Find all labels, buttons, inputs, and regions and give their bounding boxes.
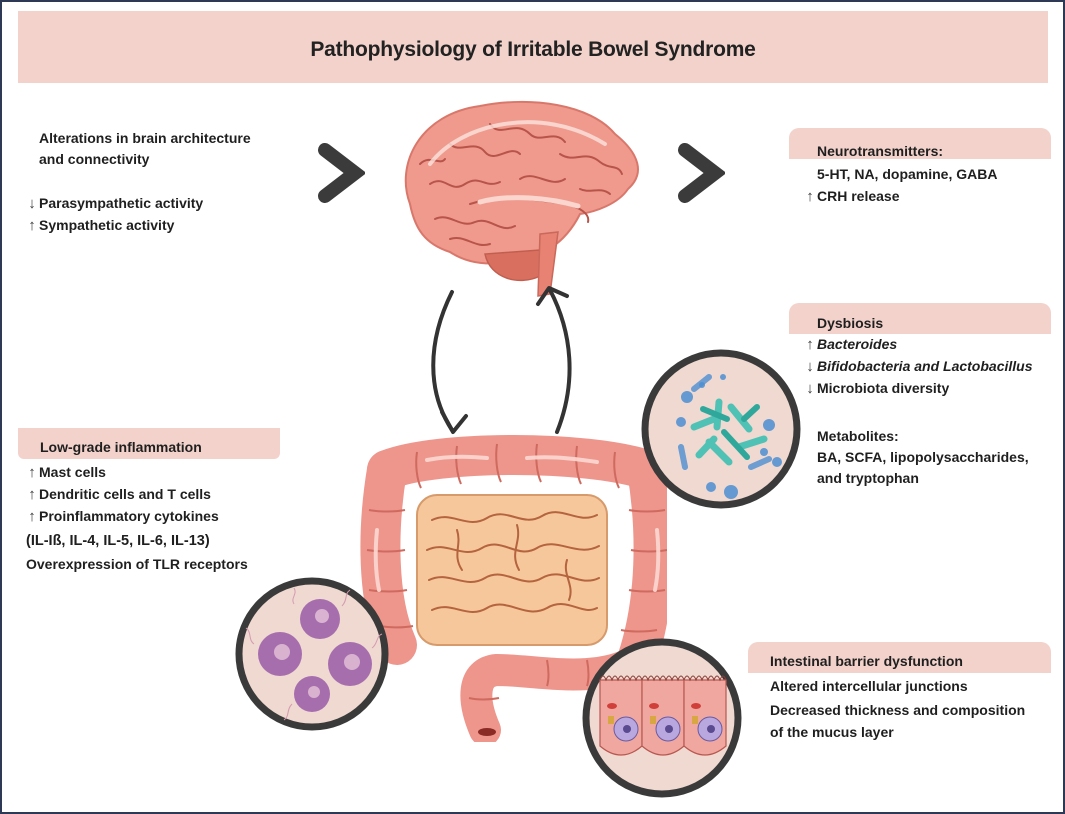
- autonomic-list: ↓ Parasympathetic activity ↑ Sympathetic…: [26, 192, 203, 236]
- barrier-line1: Altered intercellular junctions: [770, 678, 968, 694]
- up-arrow-icon: ↑: [28, 216, 36, 234]
- inflammation-extra: (IL-Iß, IL-4, IL-5, IL-6, IL-13) Overexp…: [26, 531, 248, 575]
- metabolites-line2: and tryptophan: [817, 470, 919, 486]
- neurotransmitter-names: 5-HT, NA, dopamine, GABA: [817, 165, 998, 182]
- list-item: ↑ Mast cells: [26, 461, 219, 483]
- dendritic-cells-text: Dendritic cells and T cells: [39, 485, 211, 502]
- brain-illustration: [404, 100, 639, 297]
- barrier-heading: Intestinal barrier dysfunction: [770, 653, 963, 669]
- down-arrow-icon: ↓: [806, 379, 814, 397]
- bacteria-icon: [676, 374, 782, 499]
- list-item: ↓ Microbiota diversity: [804, 377, 1033, 399]
- inflammation-band: [18, 428, 280, 459]
- mast-cells-text: Mast cells: [39, 463, 106, 480]
- dysbiosis-heading: Dysbiosis: [817, 315, 884, 331]
- list-item: ↑ 5-HT, NA, dopamine, GABA: [804, 163, 997, 185]
- cytokines-text: Proinflammatory cytokines: [39, 507, 219, 524]
- list-item: ↑ CRH release: [804, 185, 997, 207]
- metabolites-text: Metabolites: BA, SCFA, lipopolysaccharid…: [817, 426, 1029, 489]
- sympathetic-text: Sympathetic activity: [39, 216, 175, 233]
- gut-brain-axis-arrows: [431, 286, 572, 434]
- brain-icon: [404, 100, 639, 297]
- chevron-right-icon: [678, 143, 725, 203]
- arrowhead-down: [440, 410, 468, 434]
- arrowhead-up: [536, 286, 569, 306]
- epithelial-cells-icon: [599, 675, 727, 756]
- microbiota-circle: [641, 349, 801, 509]
- title-band: Pathophysiology of Irritable Bowel Syndr…: [18, 11, 1048, 83]
- barrier-line2: Decreased thickness and composition: [770, 702, 1026, 718]
- barrier-line3: of the mucus layer: [770, 724, 894, 740]
- down-arrow-icon: ↓: [28, 194, 36, 212]
- barrier-band: [748, 642, 1051, 673]
- parasympathetic-text: Parasympathetic activity: [39, 194, 204, 211]
- bacteroides-text: Bacteroides: [817, 335, 898, 352]
- neurotransmitters-band: [789, 128, 1051, 159]
- dysbiosis-list: ↑ Bacteroides ↓ Bifidobacteria and Lacto…: [804, 333, 1033, 399]
- list-item: ↓ Bifidobacteria and Lactobacillus: [804, 355, 1033, 377]
- up-arrow-icon: ↑: [28, 485, 36, 503]
- list-item: ↑ Proinflammatory cytokines: [26, 505, 219, 527]
- brain-heading-line1: Alterations in brain architecture: [39, 130, 251, 146]
- metabolites-heading: Metabolites:: [817, 428, 899, 444]
- brain-architecture-text: Alterations in brain architecture and co…: [39, 128, 251, 170]
- mast-cells-circle: [235, 577, 389, 731]
- chevron-right-icon: [318, 143, 365, 203]
- up-arrow-icon: ↑: [806, 187, 814, 205]
- up-curved-arrow-icon: [548, 288, 572, 434]
- list-item: ↓ Parasympathetic activity: [26, 192, 203, 214]
- neurotransmitters-list: ↑ 5-HT, NA, dopamine, GABA ↑ CRH release: [804, 163, 997, 207]
- up-arrow-icon: ↑: [28, 463, 36, 481]
- bifidobacteria-text: Bifidobacteria and Lactobacillus: [817, 357, 1033, 374]
- mast-cell-icon: [245, 587, 383, 721]
- inflammation-heading: Low-grade inflammation: [40, 439, 202, 455]
- up-arrow-icon: ↑: [806, 335, 814, 353]
- down-curved-arrow-icon: [431, 290, 454, 432]
- dysbiosis-band: [789, 303, 1051, 334]
- list-item: ↑ Sympathetic activity: [26, 214, 203, 236]
- up-arrow-icon: ↑: [28, 507, 36, 525]
- epithelium-circle: [582, 638, 742, 798]
- barrier-list: Altered intercellular junctions Decrease…: [770, 675, 1025, 743]
- page-title: Pathophysiology of Irritable Bowel Syndr…: [310, 38, 756, 61]
- metabolites-line1: BA, SCFA, lipopolysaccharides,: [817, 449, 1029, 465]
- tlr-text: Overexpression of TLR receptors: [26, 556, 248, 572]
- down-arrow-icon: ↓: [806, 357, 814, 375]
- list-item: ↑ Bacteroides: [804, 333, 1033, 355]
- crh-release-text: CRH release: [817, 187, 900, 204]
- neurotransmitters-heading: Neurotransmitters:: [817, 143, 944, 159]
- inflammation-list: ↑ Mast cells ↑ Dendritic cells and T cel…: [26, 461, 219, 527]
- brain-heading-line2: and connectivity: [39, 151, 150, 167]
- cytokine-list: (IL-Iß, IL-4, IL-5, IL-6, IL-13): [26, 533, 210, 549]
- microbiota-diversity-text: Microbiota diversity: [817, 379, 950, 396]
- list-item: ↑ Dendritic cells and T cells: [26, 483, 219, 505]
